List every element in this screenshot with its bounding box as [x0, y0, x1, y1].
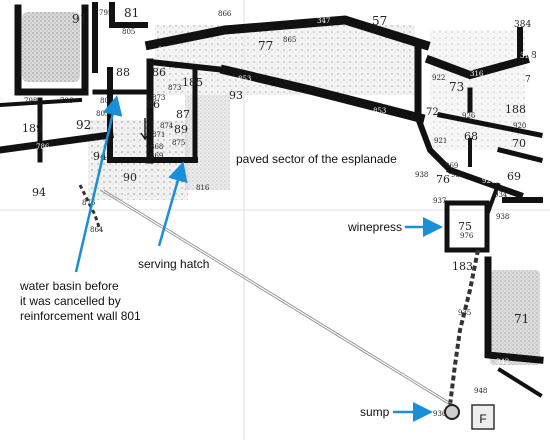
wall-number: 874: [160, 122, 174, 130]
corner-box: [471, 404, 495, 430]
room-number: 188: [505, 103, 526, 116]
wall-numbers: 347 853 853 853 316 315 805 786 786 798 …: [24, 9, 533, 418]
wall-number: 798: [24, 97, 37, 105]
room-number: 68: [464, 130, 478, 143]
room-number: 71: [514, 312, 529, 326]
wall-number: 922: [432, 74, 445, 82]
wall-number: 935: [458, 309, 471, 317]
room-number: 77: [258, 39, 273, 53]
wall-number: 853: [158, 46, 171, 54]
wall-number: 869: [150, 152, 163, 160]
wall-number: 921: [434, 137, 447, 145]
room-number: 88: [116, 66, 130, 79]
room-number: 865: [283, 36, 296, 44]
paved-sector-label: paved sector of the esplanade: [236, 152, 397, 166]
room-number: 384: [514, 20, 531, 30]
room-numbers: 91 81 57 384 77 865 866 88 86 185 93 73 …: [22, 6, 537, 326]
wall-number: 315: [520, 52, 533, 60]
room-number: 183: [452, 260, 473, 273]
wall-number: 786: [60, 97, 74, 105]
wall-number: 873: [168, 84, 181, 92]
room-number: 94: [32, 186, 46, 199]
wall-number: 873: [152, 94, 165, 102]
wall-number: 942: [496, 358, 509, 366]
wall-number: 926: [462, 112, 476, 120]
water-basin-arrow: [74, 95, 123, 273]
room-number: 93: [229, 89, 243, 102]
room-number: 70: [512, 137, 526, 150]
wall-number: 876: [82, 199, 96, 207]
winepress-label: winepress: [347, 220, 402, 234]
room-number: 8: [531, 51, 537, 61]
room-number: 90: [123, 171, 137, 184]
water-basin-label-line3: reinforcement wall 801: [20, 309, 141, 323]
room-number: 57: [372, 14, 387, 28]
wall-number: 936: [433, 410, 447, 418]
wall-number: 864: [90, 226, 104, 234]
wall-number: 938: [415, 171, 428, 179]
sump-circle: [444, 404, 460, 420]
room-number: 189: [22, 122, 43, 135]
room-number: 86: [146, 98, 160, 111]
wall-number: 871: [152, 131, 165, 139]
wall-number: 940: [506, 264, 519, 272]
room-number: 185: [182, 76, 203, 89]
wall-number: 347: [317, 17, 330, 25]
wall-number: 969: [445, 162, 458, 170]
wall-number: 786: [36, 143, 50, 151]
annotation-arrows: [74, 95, 443, 422]
wall-number: 935: [451, 171, 464, 179]
wall-number: 316: [470, 70, 484, 78]
wall-number: 921: [482, 177, 495, 185]
sump-label: sump: [360, 405, 390, 419]
room-number: 72: [426, 107, 439, 118]
wall-number: 976: [460, 232, 474, 240]
room-number: 69: [507, 170, 521, 183]
room-number: 73: [449, 80, 464, 94]
room-number: 89: [174, 123, 188, 136]
wall-number: 853: [238, 75, 251, 83]
wall-number: 948: [474, 387, 487, 395]
room-number: 7: [525, 75, 531, 85]
wall-number: 795: [99, 9, 112, 17]
wall-number: 937: [433, 197, 446, 205]
dashed-channel: [78, 184, 480, 406]
wall-number: 920: [513, 122, 526, 130]
corner-letter: F: [479, 412, 486, 426]
room-number: 91: [72, 12, 87, 26]
wall-number: 803: [96, 110, 109, 118]
wall-number: 934: [494, 191, 508, 199]
room-number: 76: [436, 173, 450, 186]
room-number: 92: [76, 118, 91, 132]
wall-number: 853: [373, 107, 386, 115]
room-number: 87: [176, 108, 190, 121]
serving-hatch-arrow: [157, 161, 188, 247]
water-basin-label-line1: water basin before: [19, 279, 119, 293]
wall-number: 868: [150, 143, 163, 151]
wall-number: 938: [496, 213, 509, 221]
room-number: 86: [152, 66, 166, 79]
room-number: 866: [218, 10, 232, 18]
room-number: 75: [458, 220, 472, 233]
wall-number: 875: [172, 139, 185, 147]
water-basin-label-line2: it was cancelled by: [20, 294, 121, 308]
serving-hatch-label: serving hatch: [138, 257, 209, 271]
wall-number: 805: [122, 28, 135, 36]
room-number: 81: [124, 6, 139, 20]
wall-number: 802: [100, 97, 113, 105]
interior-arrow: [140, 118, 150, 141]
wall-number: 816: [196, 184, 210, 192]
annotation-labels: paved sector of the esplanade winepress …: [19, 152, 402, 419]
